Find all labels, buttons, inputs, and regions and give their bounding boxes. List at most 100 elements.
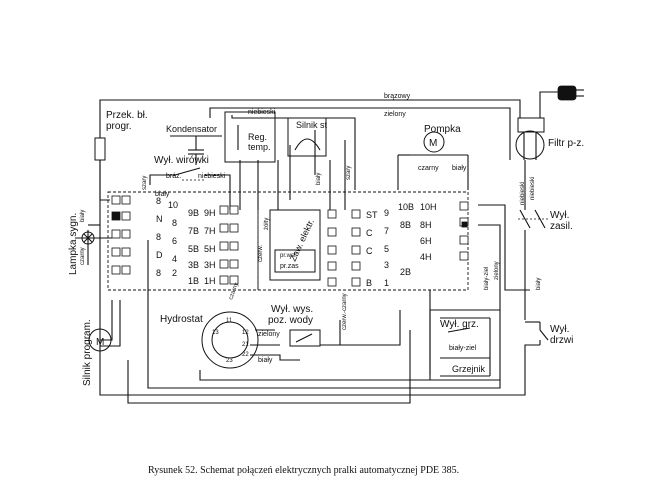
- tl-d2: 5H: [204, 244, 216, 254]
- tl-b2: 6: [172, 236, 177, 246]
- reg-temp-label-2: temp.: [248, 142, 271, 152]
- wire-label-szary-left: szary: [142, 176, 148, 190]
- tl-d0: 9H: [204, 208, 216, 218]
- reg-temp-box: [224, 111, 276, 163]
- plug-icon: [557, 85, 584, 101]
- przek-fuse: [94, 137, 106, 161]
- wires: [75, 91, 558, 404]
- wire-label-zielony-hydro: zielony: [258, 331, 280, 338]
- tr-b2: 5: [384, 244, 389, 254]
- wire-label-czarny-lampka: czarny: [80, 247, 86, 265]
- wire-label-niebieski-short: niebieski: [198, 173, 226, 180]
- silnik-st-label: Silnik st: [296, 120, 328, 130]
- wyl-zasil-label-2: zasil.: [550, 221, 573, 232]
- timer-unit-left: [107, 191, 469, 291]
- tl-d4: 1H: [204, 276, 216, 286]
- lampka-symbol: [81, 231, 95, 245]
- hydrostat-labels: 11 12 13 21 22 23: [212, 318, 249, 364]
- kondensator-symbol: [170, 135, 222, 165]
- hydrostat-label: Hydrostat: [160, 314, 203, 325]
- tl-d3: 3H: [204, 260, 216, 270]
- pompka-motor: [410, 131, 448, 156]
- tr-c1: 8B: [400, 220, 411, 230]
- tl-c4: 1B: [188, 276, 199, 286]
- wire-label-bialy-hydro: biały: [258, 357, 273, 364]
- tl-d1: 7H: [204, 226, 216, 236]
- silnik-program-m: M: [96, 337, 104, 348]
- pr-wst-label: pr.wst: [280, 253, 296, 259]
- terminal-block-right: [327, 201, 469, 287]
- tl-c2: 5B: [188, 244, 199, 254]
- wire-label-czerw: czerw.: [258, 245, 264, 262]
- wire-label-szary-mid: szary: [346, 166, 352, 180]
- tr-b3: 3: [384, 260, 389, 270]
- wyl-zasil-label-1: Wył.: [550, 210, 569, 221]
- tr-c0: 10B: [398, 202, 414, 212]
- tl-b3: 4: [172, 254, 177, 264]
- tl-a3: D: [156, 250, 163, 260]
- wyl-grz-box: [429, 309, 501, 381]
- wire-label-bialy-ziel-grz: biały-ziel: [449, 345, 477, 352]
- tl-c3: 3B: [188, 260, 199, 270]
- tr-d3: 4H: [420, 252, 432, 262]
- tl-a0: 8: [156, 196, 161, 206]
- silnik-st-box: [287, 117, 327, 157]
- tl-a4: 8: [156, 268, 161, 278]
- wyl-wys-switch: [289, 329, 321, 347]
- timer-right-labels: ST C C B 9 7 5 3 1 10B 8B 2B 10H 8H 6H 4…: [366, 202, 437, 288]
- tr-b4: 1: [384, 278, 389, 288]
- terminal-block-left: [111, 195, 239, 285]
- wyl-wys-label-2: poz. wody: [268, 315, 313, 326]
- pompka-m: M: [429, 138, 437, 149]
- tl-a1: N: [156, 214, 163, 224]
- tl-b4: 2: [172, 268, 177, 278]
- silnik-program-label: Silnik program.: [82, 319, 93, 386]
- wire-label-niebieski-filtr: niebieski: [520, 182, 526, 205]
- kondensator-label: Kondensator: [166, 124, 217, 134]
- wire-label-zielony: zielony: [384, 111, 406, 118]
- tr-d2: 6H: [420, 236, 432, 246]
- przek-label-1: Przek. bł.: [106, 110, 148, 121]
- zaw-elektr-label: Zaw. elektr.: [288, 217, 316, 262]
- wire-label-bialy-top: biały: [155, 191, 170, 198]
- wyl-drzwi-label-1: Wył.: [550, 324, 569, 335]
- tr-a0: ST: [366, 210, 378, 220]
- timer-left-labels: 8 N 8 D 8 10 8 6 4 2 9B 7B 5B 3B 1B 9H 7…: [156, 196, 216, 286]
- tl-c0: 9B: [188, 208, 199, 218]
- hs-22: 22: [242, 352, 249, 358]
- wire-label-bialy-ziel: biały-ziel: [484, 267, 490, 290]
- wyl-wys-label-1: Wył. wys.: [271, 304, 313, 315]
- wire-label-niebieski-top: niebieski: [248, 109, 276, 116]
- hs-21: 21: [242, 342, 249, 348]
- wire-label-bialy-lampka: biały: [80, 210, 86, 222]
- tr-a4: B: [366, 278, 372, 288]
- tr-c4: 2B: [400, 267, 411, 277]
- wire-label-czarny-hydro: czarny: [228, 282, 240, 301]
- filtr-box: [515, 117, 545, 160]
- wyl-zasil-switch: [518, 209, 548, 229]
- hydrostat-symbol: [201, 311, 259, 369]
- wyl-grz-label: Wył. grz.: [440, 319, 479, 330]
- hs-23: 23: [226, 358, 233, 364]
- wire-label-bialy-right: biały: [536, 278, 542, 290]
- wire-label-braz: bráz.: [166, 173, 182, 180]
- tl-b1: 8: [172, 218, 177, 228]
- wire-label-czarny: czarny: [418, 165, 439, 172]
- wyl-wirowki-label: Wył. wirówki: [154, 155, 209, 166]
- hs-13: 13: [212, 330, 219, 336]
- tl-c1: 7B: [188, 226, 199, 236]
- wire-label-bialy-pompka: biały: [452, 165, 467, 172]
- pompka-label: Pompka: [424, 124, 461, 135]
- filtr-label: Filtr p-z.: [548, 138, 584, 149]
- tr-b1: 7: [384, 226, 389, 236]
- wire-label-niebieski-filtr-2: niebieski: [530, 177, 536, 200]
- wire-label-zolty: żółty: [264, 218, 270, 230]
- reg-temp-label-1: Reg.: [248, 132, 267, 142]
- zaw-elektr-box: [269, 209, 321, 281]
- tr-d0: 10H: [420, 202, 437, 212]
- tl-b0: 10: [168, 200, 178, 210]
- pr-zas-label: pr.zas: [280, 263, 299, 270]
- tr-a2: C: [366, 246, 373, 256]
- wire-label-brazowy: brązowy: [384, 93, 411, 100]
- wyl-wirowki-switch: [174, 167, 205, 181]
